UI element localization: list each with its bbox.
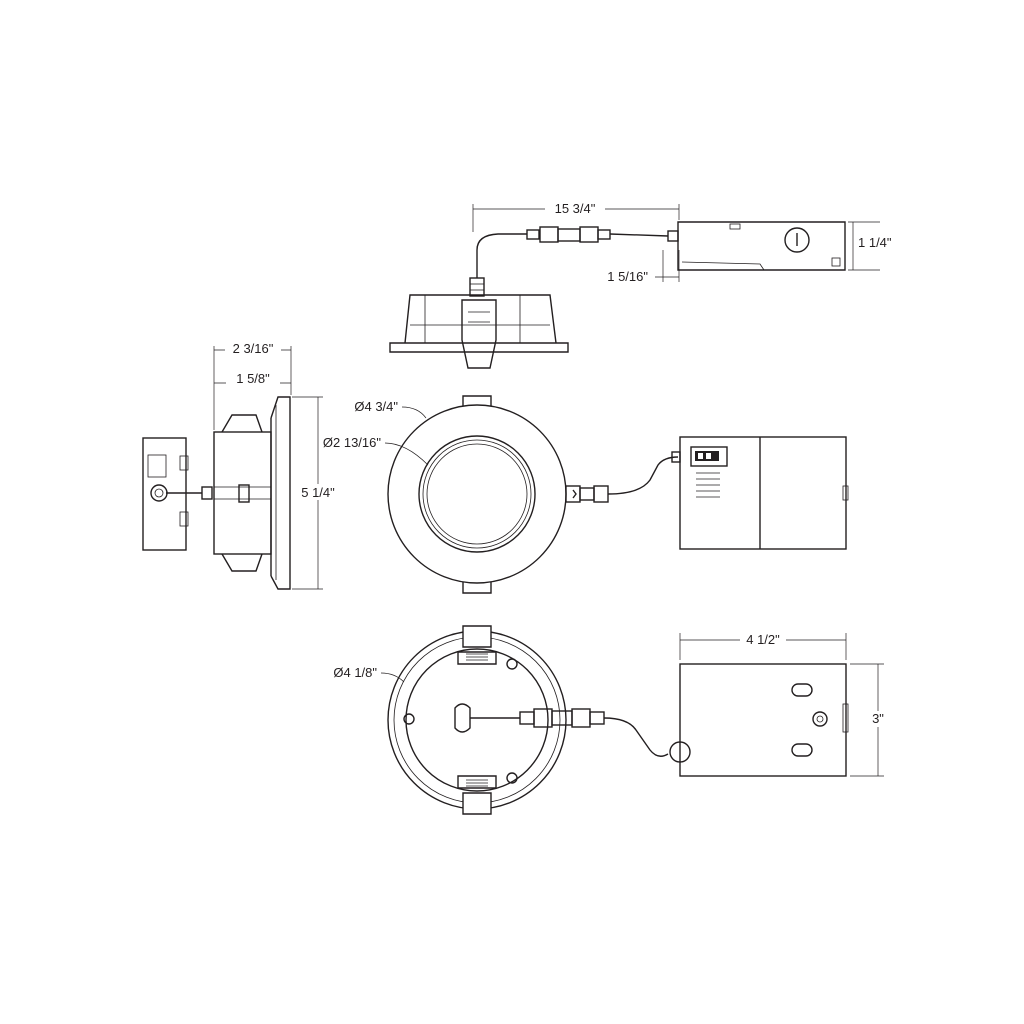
dimension-cable-length: 15 3/4" — [472, 200, 680, 232]
dimension-jbox-side-height: 1 1/4" — [848, 221, 892, 271]
front-trim-view: Ø4 3/4" Ø2 13/16" — [323, 395, 849, 594]
dimension-side-body-depth: 1 5/8" — [214, 370, 291, 386]
label-jbox-length: 4 1/2" — [746, 632, 780, 647]
label-cable-length: 15 3/4" — [555, 201, 596, 216]
junction-box-side-top — [677, 221, 846, 271]
label-side-total-depth: 2 3/16" — [233, 341, 274, 356]
dimension-jbox-length: 4 1/2" — [679, 631, 847, 660]
inline-connector-front — [565, 485, 609, 503]
label-cutout-diameter: Ø4 1/8" — [333, 665, 377, 680]
dimension-outer-diameter: Ø4 3/4" — [354, 399, 427, 419]
dimension-aperture-diameter: Ø2 13/16" — [323, 435, 429, 466]
dimension-cutout-diameter: Ø4 1/8" — [333, 665, 405, 683]
inline-connector-top — [526, 226, 611, 243]
dimension-jbox-side-offset: 1 5/16" — [607, 250, 680, 284]
label-side-body-depth: 1 5/8" — [236, 371, 270, 386]
label-jbox-side-offset: 1 5/16" — [607, 269, 648, 284]
top-side-profile-view: 15 3/4" 1 1/4" 1 5/16" — [389, 200, 892, 369]
label-side-height: 5 1/4" — [301, 485, 335, 500]
label-outer-diameter: Ø4 3/4" — [354, 399, 398, 414]
dimension-side-height: 5 1/4" — [292, 396, 340, 590]
left-side-view: 2 3/16" 1 5/8" 5 1/4" — [142, 340, 340, 590]
label-jbox-side-height: 1 1/4" — [858, 235, 892, 250]
label-aperture-diameter: Ø2 13/16" — [323, 435, 381, 450]
dimension-jbox-height: 3" — [850, 663, 888, 777]
inline-connector-back — [519, 708, 605, 728]
junction-box-end-view — [142, 437, 189, 551]
junction-box-top-view — [679, 436, 849, 550]
dimension-side-total-depth: 2 3/16" — [213, 340, 292, 430]
junction-box-face-view — [669, 663, 849, 777]
back-view: Ø4 1/8" 4 1/2" 3" — [333, 625, 888, 815]
label-jbox-height: 3" — [872, 711, 884, 726]
